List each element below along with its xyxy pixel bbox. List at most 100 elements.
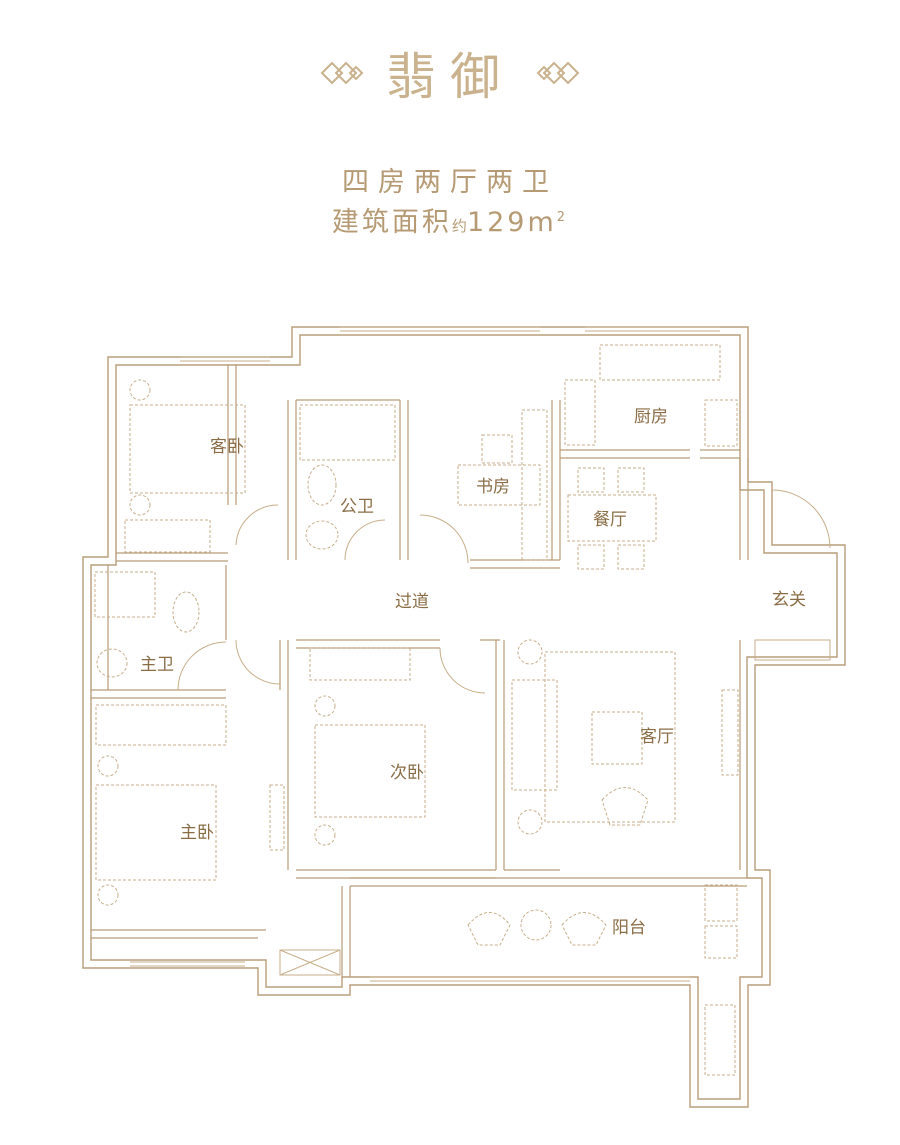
area-value: 129m <box>466 207 557 238</box>
dining-chair-4 <box>617 544 645 570</box>
area-unit-superscript: 2 <box>556 210 569 225</box>
wall-study-right <box>551 400 561 560</box>
balcony-dryer <box>704 925 738 959</box>
furniture <box>94 344 739 1076</box>
lamp-2 <box>517 809 543 835</box>
doors <box>177 489 831 976</box>
living-rug <box>544 651 676 823</box>
wall-balcony-left <box>341 886 351 977</box>
master-bath-toilet <box>172 591 200 633</box>
armchair <box>601 787 649 826</box>
second-nightstand-1 <box>314 695 336 717</box>
balcony-washer <box>704 884 738 922</box>
label-living-room: 客厅 <box>640 727 674 747</box>
wall-dining-right <box>739 458 749 560</box>
door-public-bath <box>344 519 386 561</box>
lamp-1 <box>517 639 543 665</box>
master-wardrobe <box>95 704 227 746</box>
sofa <box>511 679 558 791</box>
master-tv <box>269 784 285 851</box>
room-labels: 客卧 公卫 书房 厨房 餐厅 玄关 过道 主卫 次卧 客厅 主卧 阳台 <box>140 407 806 938</box>
windows <box>130 326 831 982</box>
wall-public-bath-left <box>287 400 297 560</box>
wall-guest-bedroom-bottom <box>116 552 228 562</box>
fridge <box>704 399 738 447</box>
second-wardrobe <box>309 647 411 681</box>
guest-nightstand-1 <box>129 379 151 401</box>
title-row: 翡御 <box>0 38 900 108</box>
master-bed <box>95 784 217 881</box>
guest-wardrobe <box>124 519 211 553</box>
wall-guest-bedroom-right <box>227 365 237 505</box>
window-kitchen <box>585 326 720 332</box>
utility-shaft <box>704 1004 736 1076</box>
dining-chair-1 <box>577 467 605 493</box>
wall-living-left <box>504 640 741 871</box>
public-sink <box>305 520 339 550</box>
shower <box>299 404 396 461</box>
study-desk <box>457 464 541 506</box>
public-toilet <box>307 464 337 506</box>
window-top-north <box>340 326 540 332</box>
area-prefix: 建筑面积 <box>331 207 452 238</box>
wall-second-bedroom <box>296 639 505 870</box>
label-kitchen: 厨房 <box>634 407 668 427</box>
wall-study-bottom <box>470 559 560 569</box>
area-approx: 约 <box>451 217 467 235</box>
balcony-table <box>520 909 552 941</box>
wall-public-bath-right <box>399 400 409 560</box>
label-master-bath: 主卫 <box>140 655 174 675</box>
window-guest-bedroom <box>180 356 270 362</box>
label-corridor: 过道 <box>395 592 429 612</box>
door-master-bedroom <box>235 639 281 685</box>
dining-chair-3 <box>577 544 605 570</box>
second-nightstand-2 <box>314 824 336 846</box>
label-dining: 餐厅 <box>593 510 627 530</box>
door-entrance <box>771 489 831 549</box>
study-chair <box>481 434 513 464</box>
master-nightstand-1 <box>97 755 119 777</box>
window-balcony <box>370 976 690 982</box>
label-guest-bedroom: 客卧 <box>210 437 244 457</box>
layout-type: 四房两厅两卫 <box>342 167 558 198</box>
label-balcony: 阳台 <box>612 918 646 938</box>
diamond-ornament-right-icon <box>536 60 580 86</box>
wall-master-bath <box>91 565 227 699</box>
project-title: 翡御 <box>386 48 514 106</box>
area-line: 建筑面积约129m2 <box>0 200 900 239</box>
wall-master-bedroom-bottom <box>91 929 266 939</box>
door-master-bath <box>177 641 227 691</box>
kitchen-counter-top <box>599 344 721 381</box>
window-master-bedroom <box>130 961 245 967</box>
guest-nightstand-2 <box>129 494 151 516</box>
door-guest-bedroom <box>235 504 279 546</box>
window-entrance <box>754 639 831 661</box>
label-second-bedroom: 次卧 <box>390 763 424 783</box>
study-shelf <box>521 409 548 561</box>
coffee-table <box>591 711 643 765</box>
wall-balcony-top <box>350 877 747 887</box>
second-bed <box>314 724 426 818</box>
balcony-chair-2 <box>561 912 607 946</box>
label-master-bedroom: 主卧 <box>180 823 214 843</box>
door-second-bedroom <box>439 647 486 694</box>
master-nightstand-2 <box>97 884 119 906</box>
outer-wall-outline <box>82 326 846 1108</box>
balcony-chair-1 <box>467 912 511 946</box>
diamond-ornament-left-icon <box>320 60 364 86</box>
door-balcony-window-box <box>279 949 341 976</box>
dining-table <box>567 494 657 542</box>
door-study <box>419 514 469 564</box>
wall-second-bedroom-bottom <box>296 869 496 879</box>
interior-walls <box>91 365 749 977</box>
guest-bed <box>129 404 246 494</box>
master-shower <box>94 571 156 618</box>
dining-chair-2 <box>617 467 645 493</box>
label-public-bath: 公卫 <box>340 497 374 517</box>
kitchen-counter-left <box>564 379 596 446</box>
exterior-walls <box>82 326 846 1108</box>
label-study: 书房 <box>476 477 510 497</box>
master-bath-sink <box>96 648 128 678</box>
tv-cabinet <box>721 689 739 776</box>
